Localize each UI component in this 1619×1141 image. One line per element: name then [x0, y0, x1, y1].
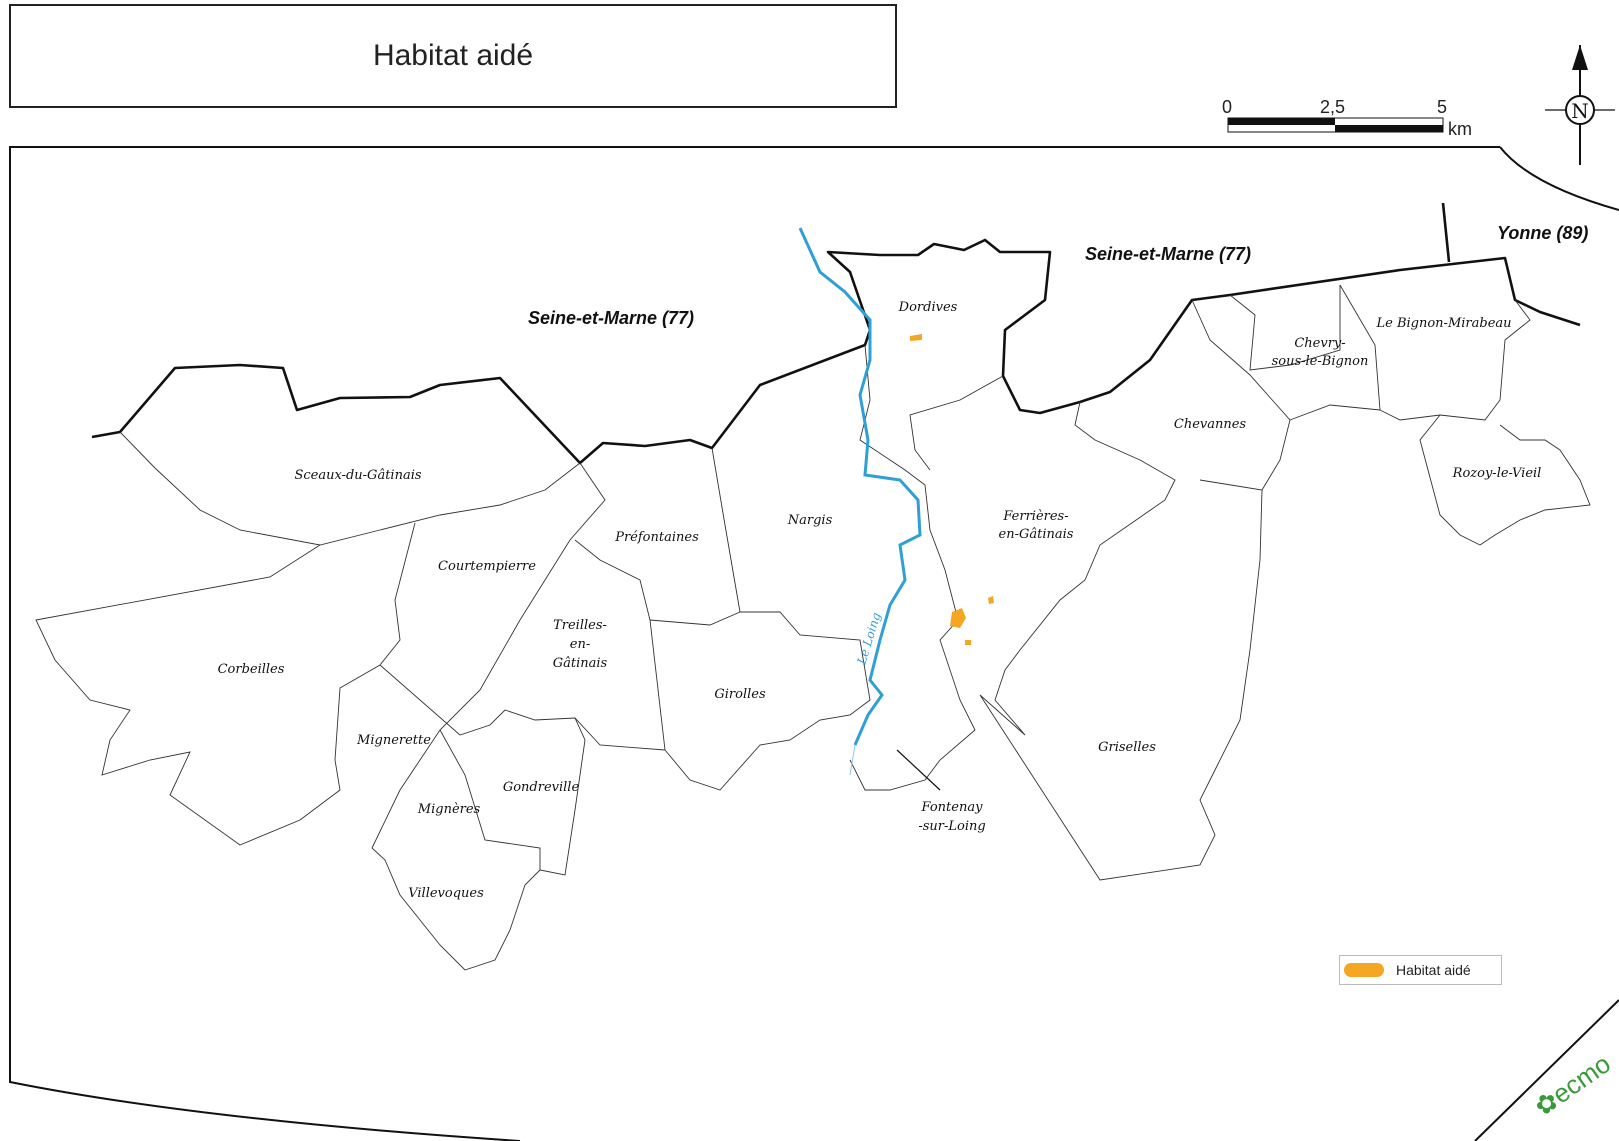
commune-label: Griselles	[1098, 740, 1156, 755]
commune-label: Courtempierre	[438, 559, 536, 574]
scale-tick-label: 0	[1222, 97, 1232, 117]
commune-label: Préfontaines	[614, 530, 699, 545]
commune-label: -sur-Loing	[918, 819, 985, 834]
map-frame	[9, 146, 1619, 1141]
commune-label: sous-le-Bignon	[1272, 354, 1369, 369]
dept-label-yonne: Yonne (89)	[1497, 223, 1588, 243]
habitat-swatch	[1344, 963, 1384, 977]
commune-label: Chevannes	[1174, 417, 1247, 432]
commune-label: Le Bignon-Mirabeau	[1375, 316, 1511, 331]
commune-label: Nargis	[787, 513, 833, 528]
map-title: Habitat aidé	[372, 39, 534, 72]
scale-unit-label: km	[1448, 119, 1472, 139]
commune-boundaries	[35, 284, 1591, 971]
commune-label: Corbeilles	[218, 662, 285, 677]
north-arrow-icon: N	[1545, 45, 1615, 165]
habitat-patch	[988, 596, 994, 604]
legend-label: Habitat aidé	[1396, 962, 1471, 978]
habitat-aide-areas	[910, 334, 994, 645]
habitat-patch	[950, 608, 966, 628]
commune-label: Gondreville	[503, 780, 580, 795]
habitat-patch	[910, 334, 922, 341]
title-box: Habitat aidé	[9, 4, 897, 108]
loing-river-bank	[849, 744, 856, 776]
scale-bar-segment	[1228, 118, 1335, 125]
commune-label: Mignerette	[356, 733, 431, 748]
commune-label: Gâtinais	[553, 656, 608, 671]
commune-label: Sceaux-du-Gâtinais	[294, 468, 421, 483]
commune-label: Villevoques	[408, 886, 484, 901]
scale-tick-label: 2,5	[1320, 97, 1345, 117]
scale-bar: 0 2,5 5 km	[1222, 97, 1472, 139]
loing-river	[798, 227, 922, 746]
commune-label: Chevry-	[1294, 336, 1345, 351]
scale-tick-label: 5	[1437, 97, 1447, 117]
commune-label: en-	[570, 637, 590, 652]
dept-label-seine-et-marne-east: Seine-et-Marne (77)	[1085, 244, 1251, 264]
commune-label: Fontenay	[921, 800, 984, 815]
commune-label: Dordives	[898, 300, 958, 315]
commune-label: Mignères	[417, 802, 481, 817]
commune-label: Treilles-	[553, 618, 607, 633]
commune-label: Girolles	[714, 687, 766, 702]
fontenay-leader-line	[896, 749, 941, 791]
north-label: N	[1571, 99, 1589, 123]
habitat-patch	[965, 640, 971, 645]
commune-label: Ferrières-	[1002, 509, 1068, 524]
yonne-boundary	[1441, 202, 1451, 263]
dept-label-seine-et-marne-west: Seine-et-Marne (77)	[528, 308, 694, 328]
commune-label: Rozoy-le-Vieil	[1452, 466, 1542, 481]
department-boundary	[91, 238, 1581, 465]
commune-label: en-Gâtinais	[999, 527, 1074, 542]
legend: Habitat aidé	[1339, 955, 1502, 985]
scale-bar-segment	[1335, 125, 1443, 132]
